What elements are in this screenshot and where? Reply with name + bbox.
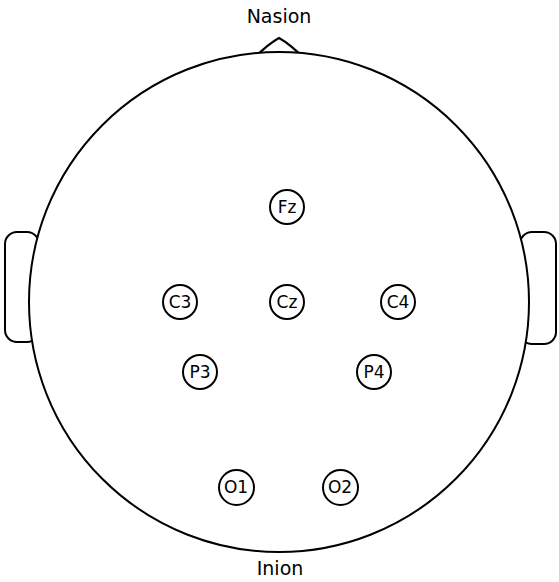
landmark-label: Nasion	[247, 7, 312, 26]
electrode-circle: C4	[380, 284, 416, 320]
electrode-circle: P3	[182, 354, 218, 390]
electrode-circle: O1	[218, 469, 255, 506]
electrode-label: Fz	[278, 199, 297, 216]
electrode-label: O1	[224, 479, 248, 496]
electrode-circle: Fz	[269, 189, 305, 225]
electrode-circle: O2	[322, 469, 359, 506]
head-circle	[29, 52, 529, 552]
electrode-label: C4	[387, 294, 410, 311]
electrode-label: Cz	[277, 294, 298, 311]
electrode-circle: Cz	[269, 284, 305, 320]
electrode-label: P3	[189, 364, 210, 381]
electrode-label: P4	[363, 364, 384, 381]
landmark-label: Inion	[257, 559, 304, 578]
electrode-label: C3	[169, 294, 192, 311]
electrode-circle: P4	[356, 354, 392, 390]
electrode-label: O2	[328, 479, 352, 496]
electrode-circle: C3	[162, 284, 198, 320]
